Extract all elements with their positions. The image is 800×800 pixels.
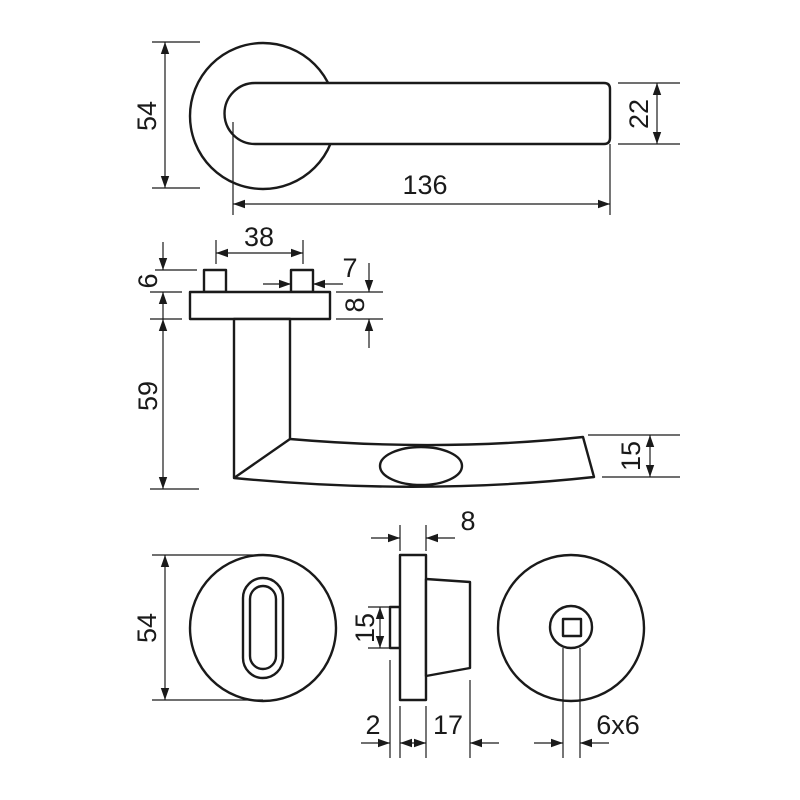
dim-label: 22 <box>624 99 654 129</box>
escutcheon-front-view: 54 <box>132 553 338 703</box>
pin-right <box>289 268 315 294</box>
dim-pin-height: 6 <box>133 242 197 319</box>
top-view: 54 22 136 <box>132 41 680 215</box>
dim-label: 54 <box>132 613 162 643</box>
key-slot-inner <box>248 584 278 671</box>
dim-lever-thickness: 15 <box>588 434 680 478</box>
dim-nub-height: 15 <box>350 606 390 649</box>
body <box>424 577 472 678</box>
lever-outline <box>223 81 612 146</box>
dim-label: 59 <box>133 381 163 411</box>
dim-label: 8 <box>340 297 370 312</box>
dim-pin-spacing: 38 <box>215 222 304 264</box>
nub <box>388 605 402 650</box>
dim-lever-length: 136 <box>232 122 611 215</box>
dim-spindle-size: 6x6 <box>534 648 640 758</box>
dim-label: 6x6 <box>596 710 640 740</box>
dim-depths: 2 17 <box>361 660 499 758</box>
lever-grip-oval <box>378 445 464 487</box>
lever-edge <box>233 438 291 479</box>
dim-pin-width: 7 <box>263 253 358 289</box>
rose-plate <box>188 290 332 321</box>
dim-label: 17 <box>433 710 463 740</box>
dim-rose-diameter: 54 <box>132 41 200 189</box>
dim-label: 136 <box>402 170 447 200</box>
dim-label: 6 <box>133 273 163 288</box>
lever-profile <box>232 317 596 488</box>
dim-label: 7 <box>342 253 357 283</box>
escutcheon-back-view: 6x6 <box>496 553 646 758</box>
dim-plate-thickness: 8 <box>371 506 476 551</box>
dim-label: 2 <box>365 710 380 740</box>
dim-rose-thickness: 8 <box>336 263 383 348</box>
escutcheon-side-view: 8 15 2 17 <box>350 506 499 758</box>
dim-escutcheon-diameter: 54 <box>132 554 263 701</box>
dim-label: 38 <box>244 222 274 252</box>
square-spindle-hole <box>561 617 583 638</box>
dim-neck-height: 59 <box>133 318 199 490</box>
plate <box>398 553 428 702</box>
dim-label: 15 <box>350 613 380 643</box>
dim-label: 8 <box>460 506 475 536</box>
dim-label: 54 <box>132 101 162 131</box>
pin-left <box>202 268 228 294</box>
dim-lever-height: 22 <box>618 82 680 145</box>
dim-label: 15 <box>616 441 646 471</box>
side-view: 38 6 7 8 59 <box>133 222 680 490</box>
